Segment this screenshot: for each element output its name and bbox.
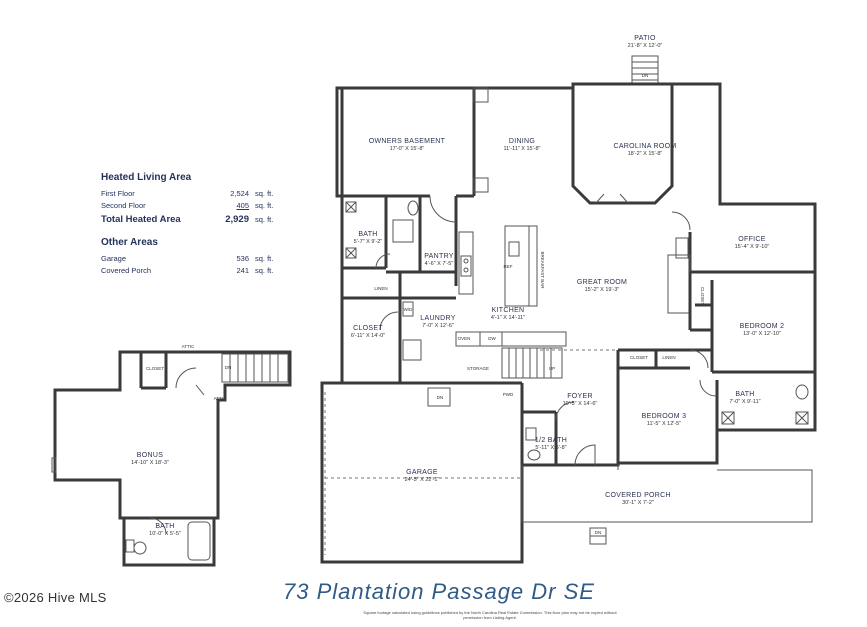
office-dim: 15'-4" X 9'-10"	[735, 244, 770, 250]
bath-1-label: BATH	[358, 231, 377, 238]
first-floor-row: First Floor 2,524 sq. ft.	[101, 188, 274, 198]
covered-porch-dim: 30'-1" X 7'-2"	[622, 500, 654, 506]
ref-label: REF	[504, 264, 513, 269]
closet-bed3-label: CLOSET	[630, 355, 648, 360]
heated-area-title: Heated Living Area	[101, 172, 192, 183]
porch-dn-label: DN	[595, 530, 602, 535]
attic-top-label: ATTIC	[182, 344, 195, 349]
total-heated-row: Total Heated Area 2,929 sq. ft.	[101, 213, 274, 225]
second-floor	[51, 350, 292, 567]
mls-watermark: ©2026 Hive MLS	[4, 590, 107, 605]
storage-label: STORAGE	[467, 366, 489, 371]
bedroom-3-dim: 11'-5" X 12'-5"	[647, 421, 681, 427]
disclaimer-text: Square footage calculated using guidelin…	[363, 610, 617, 620]
closet-label: CLOSET	[353, 325, 383, 332]
room-labels: PATIO 21'-8" X 12'-0" OWNERS BASEMENT 17…	[131, 35, 784, 537]
garage-dn-label: DN	[437, 395, 444, 400]
bath-3-dim: 7'-0" X 9'-11"	[729, 399, 760, 405]
small-annotations: DN STORAGE CLOSET LINEN LINEN CLOSET OVE…	[146, 73, 705, 535]
bonus-label: BONUS	[137, 452, 163, 459]
carolina-room-label: CAROLINA ROOM	[613, 143, 676, 150]
property-address: 73 Plantation Passage Dr SE	[283, 579, 595, 604]
laundry-label: LAUNDRY	[420, 315, 455, 322]
bedroom-2-dim: 13'-0" X 12'-10"	[743, 331, 781, 337]
porch-area-row: Covered Porch 241 sq. ft.	[101, 265, 274, 275]
second-floor-row: Second Floor 405 sq. ft.	[101, 200, 274, 210]
pwd-label: PWD	[503, 392, 514, 397]
great-room-dim: 15'-2" X 19'-3"	[585, 287, 620, 293]
great-room-label: GREAT ROOM	[577, 279, 627, 286]
patio-dn-label: DN	[642, 73, 649, 78]
closet-dim: 6'-11" X 14'-0"	[351, 333, 385, 339]
linen-label: LINEN	[374, 286, 387, 291]
island-label: BREAKFAST BAR	[540, 252, 545, 290]
wd-label: W/D	[404, 307, 413, 312]
owners-basement-label: OWNERS BASEMENT	[369, 138, 446, 145]
bonus-closet-label: CLOSET	[146, 366, 164, 371]
garage-label: GARAGE	[406, 469, 438, 476]
bonus-dim: 14'-10" X 18'-3"	[131, 460, 169, 466]
oven-label: OVEN	[458, 336, 471, 341]
bonus-exterior-wall	[53, 350, 292, 567]
owners-basement-dim: 17'-0" X 15'-8"	[390, 146, 425, 152]
foyer-label: FOYER	[567, 393, 593, 400]
closet-office-label: CLOSET	[700, 287, 705, 305]
dining-label: DINING	[509, 138, 535, 145]
other-areas-title: Other Areas	[101, 237, 158, 248]
laundry-dim: 7'-0" X 12'-6"	[422, 323, 454, 329]
bath-3-label: BATH	[735, 391, 754, 398]
patio-dim: 21'-8" X 12'-0"	[628, 43, 663, 49]
main-stairs	[501, 347, 563, 379]
carolina-room-dim: 18'-2" X 15'-8"	[628, 151, 663, 157]
dw-label: DW	[488, 336, 496, 341]
kitchen-dim: 4'-1" X 14'-11"	[491, 315, 525, 321]
dining-dim: 11'-11" X 15'-8"	[504, 146, 541, 152]
bedroom-3-label: BEDROOM 3	[642, 413, 687, 420]
bonus-bath-dim: 10'-0" X 5'-5"	[149, 531, 181, 537]
covered-porch-label: COVERED PORCH	[605, 492, 671, 499]
bonus-stairs-dn-label: DN	[225, 365, 232, 370]
linen-bed-label: LINEN	[662, 355, 675, 360]
half-bath-dim: 5'-11" X 5'-8"	[535, 445, 566, 451]
kitchen-label: KITCHEN	[492, 307, 525, 314]
garage-dim: 24'-5" X 22'-1"	[405, 477, 440, 483]
bonus-stairs	[221, 353, 289, 383]
office-label: OFFICE	[738, 236, 765, 243]
half-bath-label: 1/2 BATH	[535, 437, 567, 444]
garage-area-row: Garage 536 sq. ft.	[101, 253, 274, 263]
pantry-dim: 4'-6" X 7'-5"	[425, 261, 454, 267]
stairs-up-label: UP	[549, 366, 555, 371]
area-summary: Heated Living Area First Floor 2,524 sq.…	[101, 172, 276, 276]
patio-label: PATIO	[634, 35, 656, 42]
bath-1-dim: 5'-7" X 9'-2"	[354, 239, 383, 245]
first-floor	[320, 55, 817, 564]
bedroom-2-label: BEDROOM 2	[740, 323, 785, 330]
bonus-bath-label: BATH	[155, 523, 174, 530]
pantry-label: PANTRY	[424, 253, 454, 260]
attic-side-label: ATTIC	[214, 396, 227, 401]
foyer-dim: 10'-5" X 14'-6"	[563, 401, 598, 407]
